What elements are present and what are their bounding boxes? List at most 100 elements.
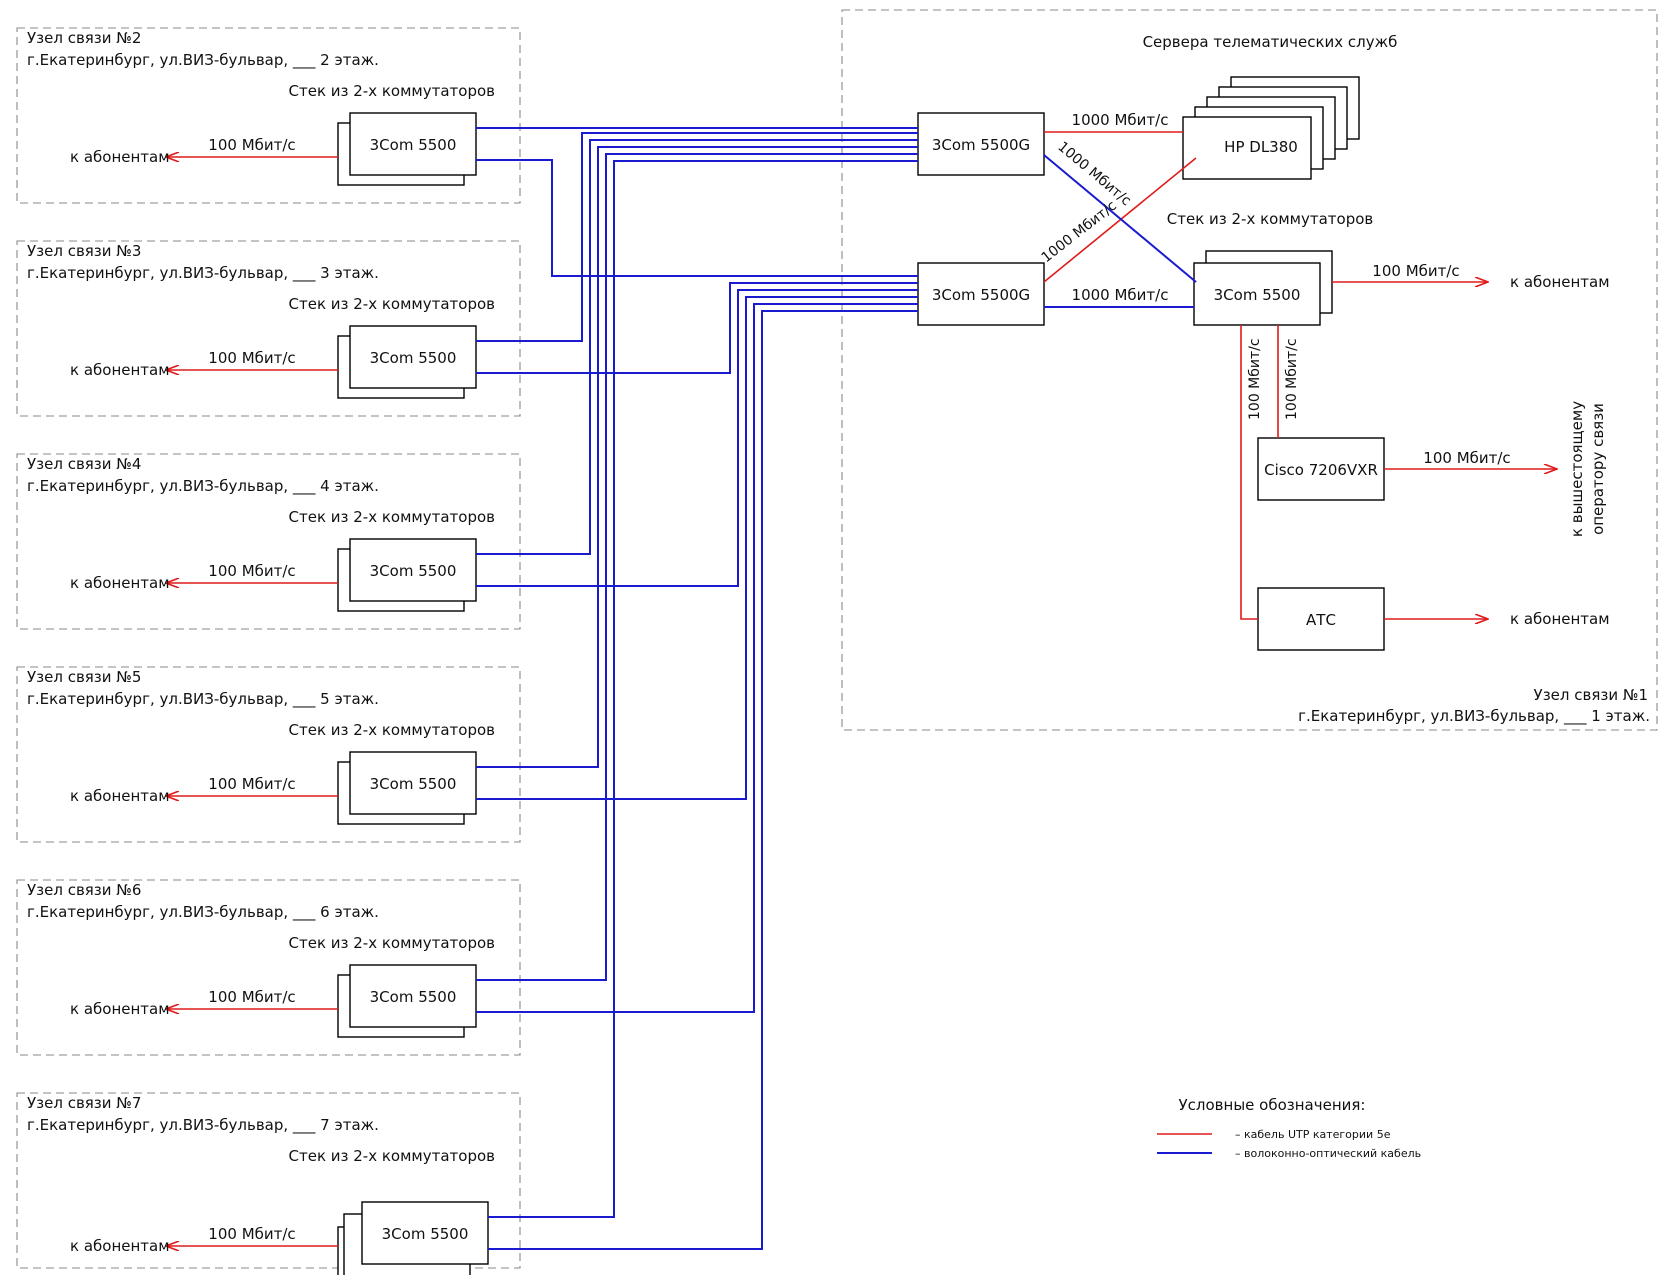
floor-to-subscribers: к абонентам xyxy=(70,787,170,805)
servers-label: Сервера телематических служб xyxy=(1143,33,1398,51)
floor-to-subscribers: к абонентам xyxy=(70,1237,170,1255)
floor-node-address: г.Екатеринбург, ул.ВИЗ-бульвар, ___ 7 эт… xyxy=(27,1116,379,1135)
floor-nodes: Узел связи №2 г.Екатеринбург, ул.ВИЗ-буль… xyxy=(16,27,521,1275)
floor-speed-label: 100 Мбит/с xyxy=(208,136,295,154)
speed-router-operator: 100 Мбит/с xyxy=(1423,449,1510,467)
fiber-uplink xyxy=(476,139,918,555)
floor-node-frame xyxy=(16,27,521,204)
main-stack-label: Стек из 2-х коммутаторов xyxy=(1167,210,1374,228)
floor-switch-label: 3Com 5500 xyxy=(370,988,457,1006)
router-label: Cisco 7206VXR xyxy=(1264,461,1378,479)
floor-switch-stack: 3Com 5500 xyxy=(337,112,477,186)
access-switch-label: 3Com 5500 xyxy=(1214,286,1301,304)
legend-utp-label: – кабель UTP категории 5е xyxy=(1235,1128,1391,1141)
fiber-uplink xyxy=(476,153,918,981)
fiber-uplink xyxy=(476,282,918,374)
fiber-uplinks xyxy=(476,127,918,1250)
floor-node: Узел связи №3 г.Екатеринбург, ул.ВИЗ-буль… xyxy=(16,240,521,417)
floor-node-title: Узел связи №6 xyxy=(27,881,141,899)
speed-stack-router: 100 Мбит/с xyxy=(1284,338,1300,420)
operator-line-1: к вышестоящему xyxy=(1568,401,1586,537)
floor-switch-stack: 3Com 5500 xyxy=(337,1201,489,1275)
fiber-uplink xyxy=(488,310,918,1250)
floor-to-subscribers: к абонентам xyxy=(70,361,170,379)
server-label: HP DL380 xyxy=(1224,138,1298,156)
speed-stack-pbx: 100 Мбит/с xyxy=(1247,338,1263,420)
floor-stack-label: Стек из 2-х коммутаторов xyxy=(289,82,496,100)
floor-node-title: Узел связи №5 xyxy=(27,668,141,686)
floor-node: Узел связи №6 г.Екатеринбург, ул.ВИЗ-буль… xyxy=(16,879,521,1056)
floor-node: Узел связи №7 г.Екатеринбург, ул.ВИЗ-буль… xyxy=(16,1092,521,1275)
speed-diag-utp: 1000 Мбит/с xyxy=(1039,198,1120,266)
floor-speed-label: 100 Мбит/с xyxy=(208,1225,295,1243)
floor-node-address: г.Екатеринбург, ул.ВИЗ-бульвар, ___ 5 эт… xyxy=(27,690,379,709)
access-switch-stack: 3Com 5500 xyxy=(1193,250,1333,326)
floor-stack-label: Стек из 2-х коммутаторов xyxy=(289,508,496,526)
legend-title: Условные обозначения: xyxy=(1179,1096,1366,1114)
floor-node-title: Узел связи №4 xyxy=(27,455,141,473)
fiber-uplink xyxy=(476,146,918,768)
floor-switch-stack: 3Com 5500 xyxy=(337,964,477,1038)
pbx-label: АТС xyxy=(1306,611,1336,629)
floor-stack-label: Стек из 2-х коммутаторов xyxy=(289,721,496,739)
floor-switch-label: 3Com 5500 xyxy=(370,562,457,580)
floor-switch-label: 3Com 5500 xyxy=(382,1225,469,1243)
floor-to-subscribers: к абонентам xyxy=(70,148,170,166)
floor-node: Узел связи №2 г.Екатеринбург, ул.ВИЗ-буль… xyxy=(16,27,521,204)
pbx: АТС xyxy=(1257,587,1385,651)
floor-switch-stack: 3Com 5500 xyxy=(337,538,477,612)
main-node-address: г.Екатеринбург, ул.ВИЗ-бульвар, ___ 1 эт… xyxy=(1298,707,1650,726)
floor-switch-label: 3Com 5500 xyxy=(370,136,457,154)
server-hp-dl380: HP DL380 xyxy=(1182,76,1360,180)
speed-stack-subscribers: 100 Мбит/с xyxy=(1372,262,1459,280)
floor-node: Узел связи №5 г.Екатеринбург, ул.ВИЗ-буль… xyxy=(16,666,521,843)
link-stack-pbx xyxy=(1240,325,1258,620)
floor-node-title: Узел связи №2 xyxy=(27,29,141,47)
operator-line-2: оператору связи xyxy=(1589,403,1607,535)
fiber-uplink xyxy=(476,289,918,587)
pbx-to-subscribers: к абонентам xyxy=(1510,610,1610,628)
legend-fiber-label: – волоконно-оптический кабель xyxy=(1235,1147,1421,1160)
fiber-uplink xyxy=(488,160,918,1218)
core-switch-top: 3Com 5500G xyxy=(917,112,1045,176)
floor-node-address: г.Екатеринбург, ул.ВИЗ-бульвар, ___ 2 эт… xyxy=(27,51,379,70)
floor-node-frame xyxy=(16,240,521,417)
fiber-uplink xyxy=(476,296,918,800)
fiber-uplink xyxy=(476,132,918,342)
core-bottom-label: 3Com 5500G xyxy=(932,286,1030,304)
floor-speed-label: 100 Мбит/с xyxy=(208,988,295,1006)
floor-switch-label: 3Com 5500 xyxy=(370,349,457,367)
floor-node-address: г.Екатеринбург, ул.ВИЗ-бульвар, ___ 4 эт… xyxy=(27,477,379,496)
floor-switch-stack: 3Com 5500 xyxy=(337,751,477,825)
fiber-uplink xyxy=(476,303,918,1013)
floor-speed-label: 100 Мбит/с xyxy=(208,562,295,580)
floor-node-frame xyxy=(16,453,521,630)
floor-stack-label: Стек из 2-х коммутаторов xyxy=(289,934,496,952)
main-to-subscribers: к абонентам xyxy=(1510,273,1610,291)
fiber-uplink xyxy=(476,159,918,277)
floor-speed-label: 100 Мбит/с xyxy=(208,775,295,793)
floor-node-address: г.Екатеринбург, ул.ВИЗ-бульвар, ___ 3 эт… xyxy=(27,264,379,283)
floor-speed-label: 100 Мбит/с xyxy=(208,349,295,367)
floor-node-title: Узел связи №3 xyxy=(27,242,141,260)
floor-node-frame xyxy=(16,666,521,843)
floor-switch-label: 3Com 5500 xyxy=(370,775,457,793)
core-top-label: 3Com 5500G xyxy=(932,136,1030,154)
speed-top-server: 1000 Мбит/с xyxy=(1072,111,1169,129)
main-node-title: Узел связи №1 xyxy=(1534,686,1648,704)
link-core-top-stack xyxy=(1043,154,1197,283)
floor-switch-stack: 3Com 5500 xyxy=(337,325,477,399)
floor-node-frame xyxy=(16,879,521,1056)
link-core-bottom-server xyxy=(1043,157,1197,283)
floor-node-frame xyxy=(16,1092,521,1269)
floor-to-subscribers: к абонентам xyxy=(70,1000,170,1018)
main-node-frame xyxy=(841,9,1658,731)
legend: Условные обозначения: – кабель UTP катег… xyxy=(1157,1096,1421,1160)
floor-stack-label: Стек из 2-х коммутаторов xyxy=(289,295,496,313)
speed-bottom-stack: 1000 Мбит/с xyxy=(1072,286,1169,304)
floor-node-address: г.Екатеринбург, ул.ВИЗ-бульвар, ___ 6 эт… xyxy=(27,903,379,922)
floor-node-title: Узел связи №7 xyxy=(27,1094,141,1112)
floor-stack-label: Стек из 2-х коммутаторов xyxy=(289,1147,496,1165)
core-switch-bottom: 3Com 5500G xyxy=(917,262,1045,326)
